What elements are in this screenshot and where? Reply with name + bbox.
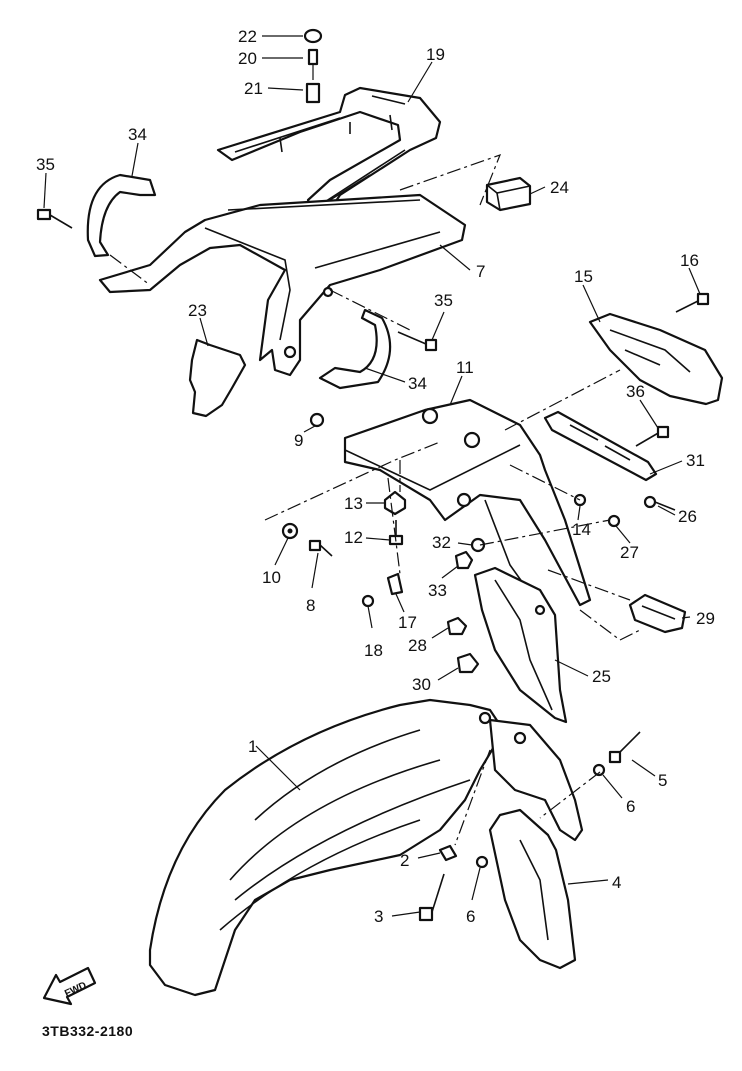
callout-18: 18 [364,641,383,660]
callout-labels: 22 20 21 19 34 35 24 7 35 34 23 15 16 36… [36,27,715,926]
callout-26: 26 [678,507,697,526]
part-25-mudguard-inner [473,566,568,724]
callout-9: 9 [294,431,303,450]
callout-15: 15 [574,267,593,286]
part-4-flap [488,808,577,970]
part-34-grab-handle-left [86,173,157,258]
part-28-nut [446,616,468,636]
callout-7: 7 [476,262,485,281]
part-11-fender-bracket [343,398,592,607]
part-6-nut-upper [592,763,606,777]
part-19-carrier-rack [216,86,442,214]
callout-35-left: 35 [36,155,55,174]
callout-23: 23 [188,301,207,320]
part-20-bolt [307,48,319,80]
callout-21: 21 [244,79,263,98]
part-27-washer [607,514,621,528]
part-17-clip [386,572,404,596]
callout-33: 33 [428,581,447,600]
front-direction-arrow: FWD [42,966,97,1006]
callout-36: 36 [626,382,645,401]
callout-31: 31 [686,451,705,470]
part-23-side-cover [188,338,247,418]
part-16-screw [675,292,710,313]
callout-32: 32 [432,533,451,552]
part-22-cap [303,28,323,44]
callout-6-upper: 6 [626,797,635,816]
callout-25: 25 [592,667,611,686]
callout-3: 3 [374,907,383,926]
part-18-nut [361,594,375,608]
callout-20: 20 [238,49,257,68]
part-10-washer [281,522,299,540]
part-5-screw [608,731,641,764]
callout-14: 14 [572,520,591,539]
part-21-collar [305,82,321,104]
callout-22: 22 [238,27,257,46]
part-2-clip [438,844,458,862]
callout-6-lower: 6 [466,907,475,926]
callout-11: 11 [456,358,474,377]
part-29-reflector [628,593,687,634]
callout-35-right: 35 [434,291,453,310]
part-1-rear-fender [148,698,584,997]
part-34-grab-handle-right [318,308,392,390]
part-8-bolt [308,539,333,557]
part-6-nut-lower [475,855,489,869]
part-15-taillight [588,312,724,406]
callout-8: 8 [306,596,315,615]
part-13-nut [383,490,407,516]
callout-12: 12 [344,528,363,547]
callout-17: 17 [398,613,417,632]
part-26-screw [643,495,676,511]
diagram-code: 3TB332-2180 [42,1023,134,1039]
part-24-damper [485,176,532,212]
part-3-bolt [418,873,445,922]
callout-13: 13 [344,494,363,513]
callout-4: 4 [612,873,621,892]
callout-30: 30 [412,675,431,694]
callout-34-left: 34 [128,125,147,144]
callout-10: 10 [262,568,281,587]
callout-2: 2 [400,851,409,870]
callout-27: 27 [620,543,639,562]
part-7-rear-carrier-base [98,174,467,377]
callout-16: 16 [680,251,699,270]
callout-1: 1 [248,737,257,756]
callout-34-right: 34 [408,374,427,393]
leader-lines [43,35,701,917]
part-30-nut [456,652,480,674]
part-33-nut [454,550,474,570]
part-31-license-bracket [543,410,658,482]
callout-19: 19 [426,45,445,64]
part-35-bolt-right [397,331,438,352]
part-36-bolt [635,425,670,447]
callout-24: 24 [550,178,569,197]
callout-29: 29 [696,609,715,628]
assembly-lines [109,153,641,846]
callout-28: 28 [408,636,427,655]
part-9-nut [309,412,325,428]
callout-5: 5 [658,771,667,790]
part-35-bolt-left [36,208,73,229]
